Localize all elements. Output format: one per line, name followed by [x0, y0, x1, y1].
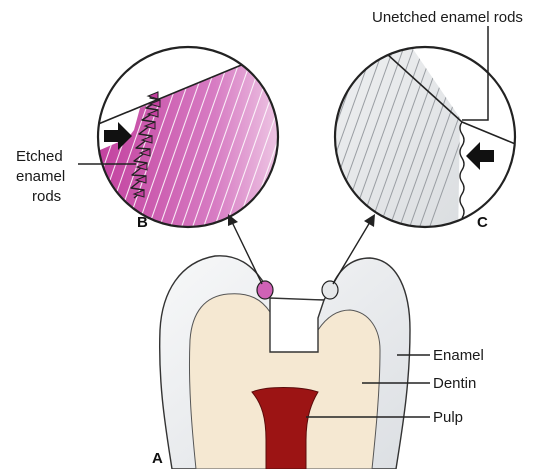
- panel-label-a: A: [152, 450, 163, 467]
- panel-label-b: B: [137, 214, 148, 231]
- label-etched-line1: Etched: [16, 148, 63, 165]
- label-dentin: Dentin: [433, 375, 476, 392]
- label-etched-line2: enamel: [16, 168, 65, 185]
- label-pulp: Pulp: [433, 409, 463, 426]
- panel-label-c: C: [477, 214, 488, 231]
- tooth-cross-section: [160, 256, 410, 469]
- label-unetched-enamel-rods: Unetched enamel rods: [372, 9, 523, 26]
- magnified-view-etched: [0, 40, 313, 250]
- label-enamel: Enamel: [433, 347, 484, 364]
- label-etched-line3: rods: [32, 188, 61, 205]
